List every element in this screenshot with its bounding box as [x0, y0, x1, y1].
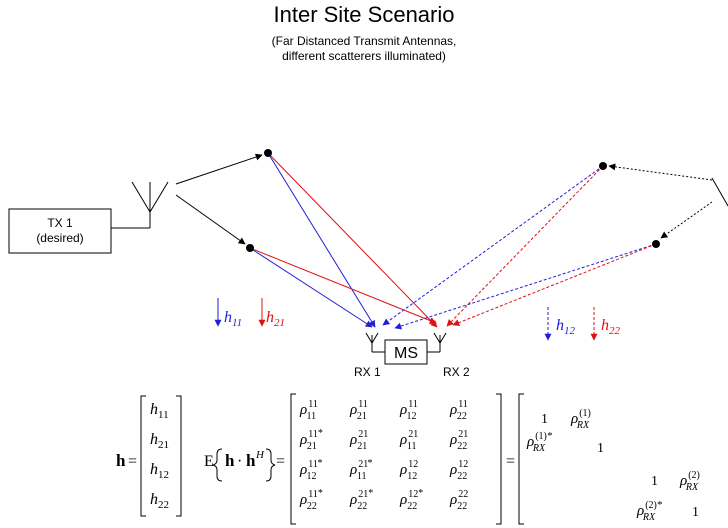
- path-h21-a: [267, 152, 438, 328]
- block-one-11: 1: [541, 412, 548, 427]
- h-bracket-right: [176, 395, 182, 517]
- legend-h11: h11: [214, 298, 242, 329]
- h-equals: =: [128, 453, 137, 470]
- block-rho1-top: ρ(1)RX: [570, 408, 591, 431]
- path-h12-d: [394, 243, 657, 330]
- h-vector-entry: h22: [150, 491, 169, 511]
- tx1-to-scatterer-a: [175, 153, 263, 185]
- legend-h12: h12: [544, 307, 576, 341]
- tx1-box: [8, 208, 112, 254]
- subtitle-line-1: (Far Distanced Transmit Antennas,: [271, 34, 457, 48]
- path-h22-d: [452, 243, 657, 326]
- h-vector-entry: h11: [150, 401, 169, 421]
- h-vector-cells: h11 h21 h12 h22: [150, 401, 169, 511]
- block-one-44: 1: [692, 505, 699, 520]
- tx1-antenna-left: [131, 181, 151, 213]
- scatterer-c: [599, 162, 607, 170]
- h-vector-entry: h12: [150, 461, 169, 481]
- tx1-to-scatterer-b: [175, 194, 246, 245]
- expectation-dot: ·: [237, 453, 242, 470]
- scatterer-a: [264, 149, 272, 157]
- expectation-h1: h: [225, 451, 235, 470]
- tx1-antenna-right: [149, 181, 169, 213]
- diagram-subtitle: (Far Distanced Transmit Antennas, differ…: [0, 34, 728, 64]
- diagram-title: Inter Site Scenario: [273, 2, 455, 27]
- scatterer-b: [246, 244, 254, 252]
- cov-bracket-right: [496, 393, 502, 525]
- svg-text:h22: h22: [601, 317, 621, 337]
- block-rho1-bottom: ρ(1)RX*: [526, 430, 553, 454]
- rx1-label: RX 1: [354, 365, 381, 379]
- path-h22-c: [446, 165, 604, 327]
- rx1-antenna-left: [365, 332, 373, 344]
- scatterer-d: [652, 240, 660, 248]
- block-rho2-bottom: ρ(2)RX*: [636, 499, 663, 523]
- h-vector-entry: h21: [150, 431, 169, 451]
- svg-text:h11: h11: [224, 309, 242, 329]
- cov-bracket-left: [290, 393, 296, 525]
- rx1-antenna-right: [371, 332, 379, 344]
- path-h12-c: [382, 165, 604, 326]
- legend-h22: h22: [590, 307, 621, 341]
- ms-label: MS: [394, 345, 418, 362]
- tx2-to-scatterer-c: [608, 163, 713, 181]
- cov-equals: =: [276, 453, 285, 470]
- block-bracket-left: [518, 393, 524, 525]
- path-h11-b: [249, 247, 373, 328]
- block-equals: =: [506, 453, 515, 470]
- block-matrix: 1 ρ(1)RX ρ(1)RX* 1 1 ρ(2)RX ρ(2)RX* 1: [526, 408, 700, 523]
- path-h21-b: [249, 247, 437, 324]
- rx2-antenna-right: [439, 332, 447, 344]
- svg-text:h12: h12: [556, 317, 576, 337]
- block-one-22: 1: [597, 441, 604, 456]
- expectation-symbol: E: [204, 453, 214, 470]
- tx1-transmitter: TX 1 (desired): [8, 181, 169, 254]
- ms-receiver: MS RX 1 RX 2: [354, 332, 470, 379]
- h-vector-symbol: h: [116, 451, 126, 470]
- expectation-h2: h: [246, 451, 256, 470]
- subtitle-line-2: different scatterers illuminated): [282, 49, 446, 63]
- path-h11-a: [267, 152, 376, 328]
- ms-box: [384, 339, 428, 365]
- tx1-label: TX 1: [47, 216, 73, 230]
- tx2-antenna-icon: [711, 177, 728, 207]
- block-rho2-top: ρ(2)RX: [679, 470, 700, 493]
- channel-legend: h11 h21 h12 h22: [214, 298, 621, 341]
- tx2-to-scatterer-d: [660, 201, 713, 239]
- expectation-brace-left: [212, 448, 223, 482]
- rx2-antenna-left: [433, 332, 441, 344]
- hermitian-mark: H: [255, 449, 265, 461]
- tx1-sublabel: (desired): [36, 231, 83, 245]
- expectation-brace-right: [265, 448, 276, 482]
- block-one-33: 1: [651, 474, 658, 489]
- h-bracket-left: [140, 395, 146, 517]
- svg-text:h21: h21: [266, 309, 285, 329]
- legend-h21: h21: [258, 298, 285, 329]
- rx2-label: RX 2: [443, 365, 470, 379]
